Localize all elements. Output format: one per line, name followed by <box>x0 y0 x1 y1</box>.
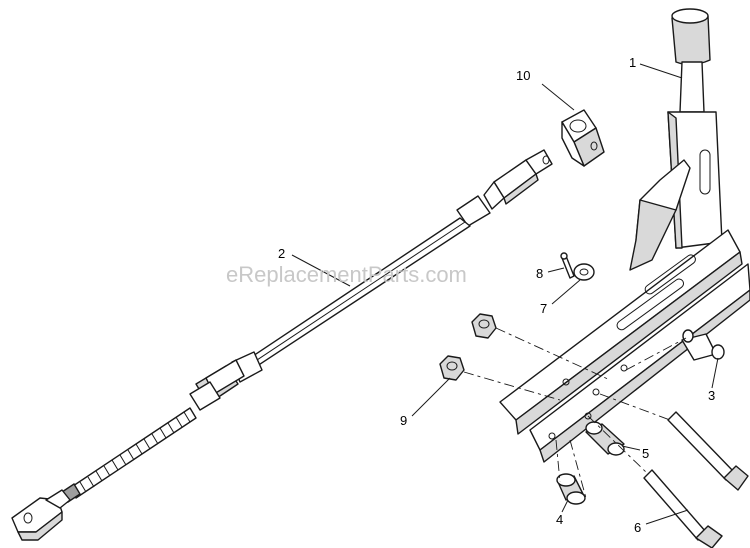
callout-3: 3 <box>708 388 715 403</box>
callout-6: 6 <box>634 520 641 535</box>
washer <box>573 263 595 281</box>
pin <box>560 252 575 279</box>
leader-lines <box>291 63 719 525</box>
cable-adjuster-nuts <box>189 359 245 411</box>
cable-upper-clevis <box>483 149 553 210</box>
cable-lower-clevis <box>11 489 71 541</box>
callout-7: 7 <box>540 301 547 316</box>
callout-2: 2 <box>278 246 285 261</box>
callout-9: 9 <box>400 413 407 428</box>
callout-8: 8 <box>536 266 543 281</box>
nut-lower <box>439 355 465 381</box>
lever-handle <box>629 8 723 271</box>
spacer-lower <box>556 473 586 505</box>
callout-5: 5 <box>642 446 649 461</box>
mounting-bracket <box>499 229 750 463</box>
spacer-upper <box>585 421 625 456</box>
callout-4: 4 <box>556 512 563 527</box>
watermark: eReplacementParts.com <box>226 262 467 287</box>
cable-assembly <box>11 149 553 541</box>
callout-1: 1 <box>629 55 636 70</box>
cable-threaded-rod <box>61 407 197 503</box>
nut-upper <box>471 313 497 339</box>
bolt-upper <box>667 411 749 491</box>
callout-10: 10 <box>516 68 530 83</box>
cable-clamp <box>561 109 605 167</box>
bolt-lower <box>643 469 723 548</box>
assembly-lines <box>463 327 687 499</box>
callout-labels: 1 2 3 4 5 6 7 8 9 10 <box>278 55 715 535</box>
clevis-pin <box>681 329 725 361</box>
